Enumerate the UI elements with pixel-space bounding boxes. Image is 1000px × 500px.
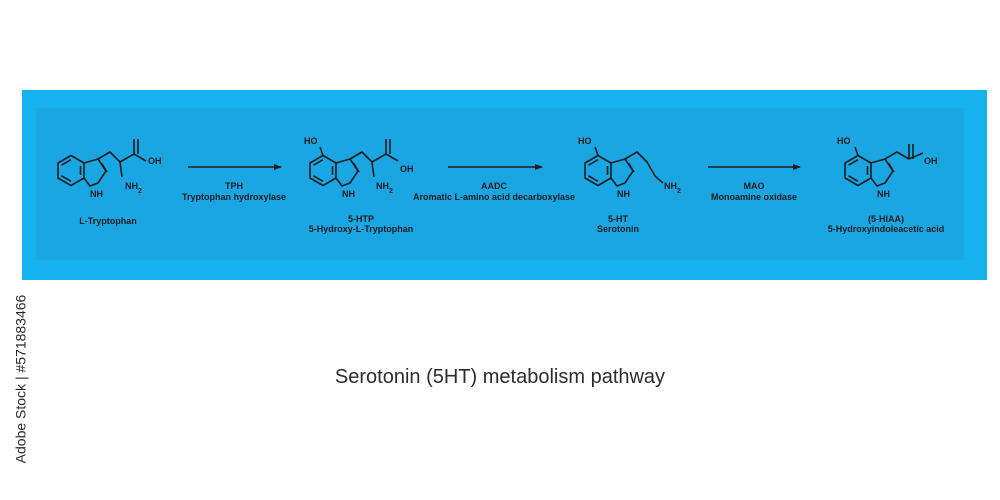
compound-5-htp: HO NH OH NH2 5-HTP 5-Hydroxy-L-Tryptopha… <box>304 136 414 234</box>
compound-name: L-Tryptophan <box>79 216 137 226</box>
indole-ring-structure <box>309 139 399 187</box>
carboxyl-oh-label: OH <box>148 156 162 166</box>
enzyme-name: Monoamine oxidase <box>711 192 797 202</box>
reaction-arrow-tph: TPH Tryptophan hydroxylase <box>182 164 286 202</box>
page-title: Serotonin (5HT) metabolism pathway <box>334 366 666 388</box>
indole-ring-structure <box>584 146 664 187</box>
ring-nh-label: NH <box>90 189 103 199</box>
ring-nh-label: NH <box>877 189 890 199</box>
hydroxyl-label: HO <box>304 136 318 146</box>
enzyme-abbrev: TPH <box>225 181 243 191</box>
enzyme-name: Aromatic L-amino acid decarboxylase <box>413 192 575 202</box>
enzyme-name: Tryptophan hydroxylase <box>182 192 286 202</box>
reaction-arrow-mao: MAO Monoamine oxidase <box>708 164 801 202</box>
ring-nh-label: NH <box>617 189 630 199</box>
compound-name: Serotonin <box>597 224 639 234</box>
compound-abbrev: (5-HIAA) <box>868 214 904 224</box>
compound-name: 5-Hydroxy-L-Tryptophan <box>309 224 414 234</box>
enzyme-abbrev: MAO <box>744 181 765 191</box>
carboxyl-oh-label: OH <box>400 164 414 174</box>
banner-inner <box>36 108 964 260</box>
pathway-diagram: NH OH NH2 L-Tryptophan TPH Tryptophan hy… <box>22 90 987 280</box>
hydroxyl-label: HO <box>837 136 851 146</box>
hydroxyl-label: HO <box>578 136 592 146</box>
indole-ring-structure <box>57 139 147 187</box>
indole-ring-structure <box>844 144 924 187</box>
compound-name: 5-Hydroxyindoleacetic acid <box>828 224 945 234</box>
carboxyl-oh-label: OH <box>924 156 938 166</box>
reaction-arrow-aadc: AADC Aromatic L-amino acid decarboxylase <box>413 164 575 202</box>
compound-5-hiaa: HO NH OH (5-HIAA) 5-Hydroxyindoleacetic … <box>828 136 945 234</box>
compound-abbrev: 5-HT <box>608 214 629 224</box>
ring-nh-label: NH <box>342 189 355 199</box>
compound-abbrev: 5-HTP <box>348 214 374 224</box>
enzyme-abbrev: AADC <box>481 181 507 191</box>
